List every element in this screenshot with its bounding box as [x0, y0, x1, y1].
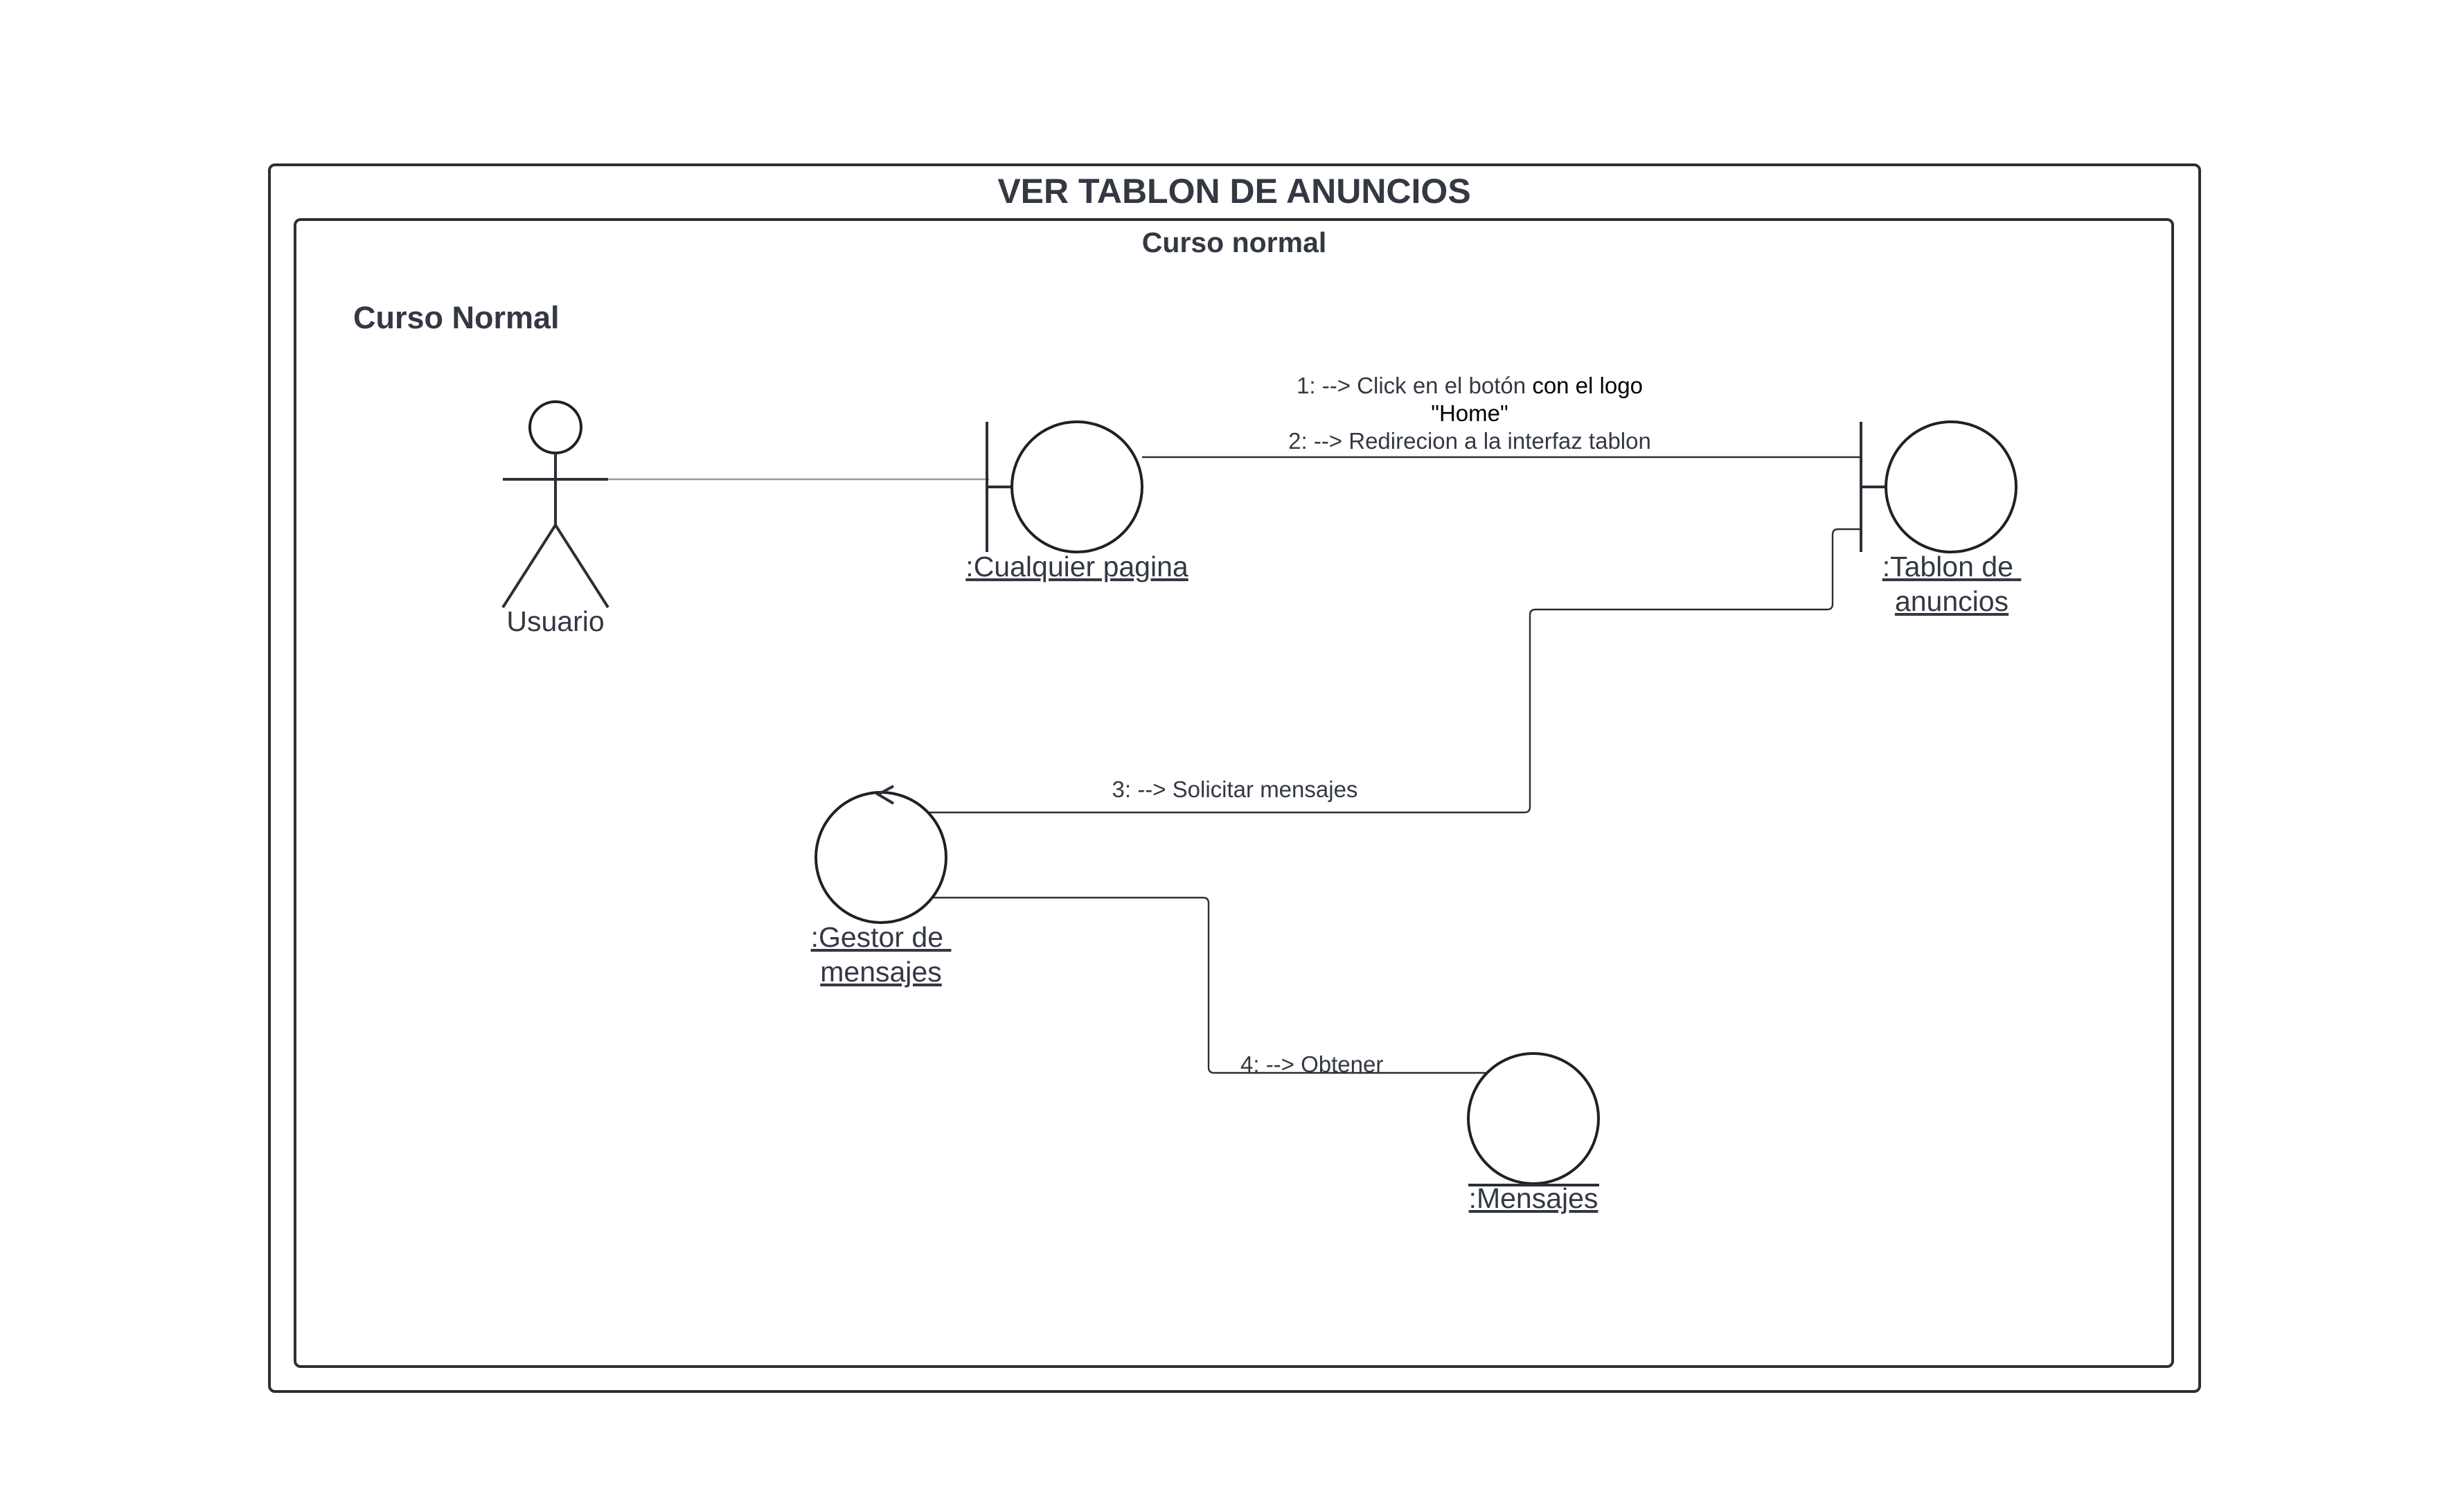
message-1-label-line-2: "Home"	[1431, 400, 1508, 426]
gestor-label-line-2: mensajes	[820, 956, 941, 988]
object-label-mensajes: :Mensajes	[1469, 1182, 1599, 1214]
control-gestor-de-mensajes[interactable]: :Gestor de mensajes	[811, 785, 952, 988]
boundary-icon	[986, 420, 1143, 553]
message-1-prefix: 1: --> Click en el botón	[1297, 373, 1532, 398]
link-gestor-mensajes	[934, 896, 1487, 1074]
boundary-cualquier-pagina[interactable]: :Cualquier pagina	[965, 420, 1188, 582]
message-3-label: 3: --> Solicitar mensajes	[1112, 776, 1358, 802]
link-tablon-gestor	[925, 528, 1862, 814]
tablon-label-line-1: :Tablon de	[1882, 551, 2013, 582]
inner-frame-title: Curso normal	[1142, 226, 1327, 258]
section-label: Curso Normal	[353, 300, 560, 335]
object-label-cualquier-pagina: :Cualquier pagina	[965, 551, 1188, 582]
gestor-label-line-1: :Gestor de	[811, 921, 943, 953]
stick-figure-actor-icon	[501, 400, 609, 609]
entity-mensajes[interactable]: :Mensajes	[1467, 1052, 1600, 1214]
message-2-label: 2: --> Redirecion a la interfaz tablon	[1288, 428, 1651, 454]
entity-icon	[1467, 1052, 1600, 1186]
inner-frame	[294, 218, 2174, 1368]
object-label-tablon-de-anuncios: :Tablon de anuncios	[1882, 551, 2022, 617]
object-label-gestor-de-mensajes: :Gestor de mensajes	[811, 921, 952, 988]
actor-usuario[interactable]: Usuario	[501, 400, 609, 637]
diagram-title: VER TABLON DE ANUNCIOS	[997, 172, 1470, 211]
tablon-label-line-2: anuncios	[1895, 585, 2009, 617]
message-1-suffix: con el logo	[1532, 373, 1643, 398]
boundary-tablon-de-anuncios[interactable]: :Tablon de anuncios	[1860, 420, 2022, 617]
outer-frame	[268, 163, 2201, 1393]
message-1-label: 1: --> Click en el botón con el logo	[1297, 373, 1643, 398]
actor-label: Usuario	[506, 605, 604, 637]
control-icon	[814, 785, 947, 924]
boundary-icon	[1860, 420, 2018, 553]
message-4-label: 4: --> Obtener	[1240, 1051, 1383, 1077]
